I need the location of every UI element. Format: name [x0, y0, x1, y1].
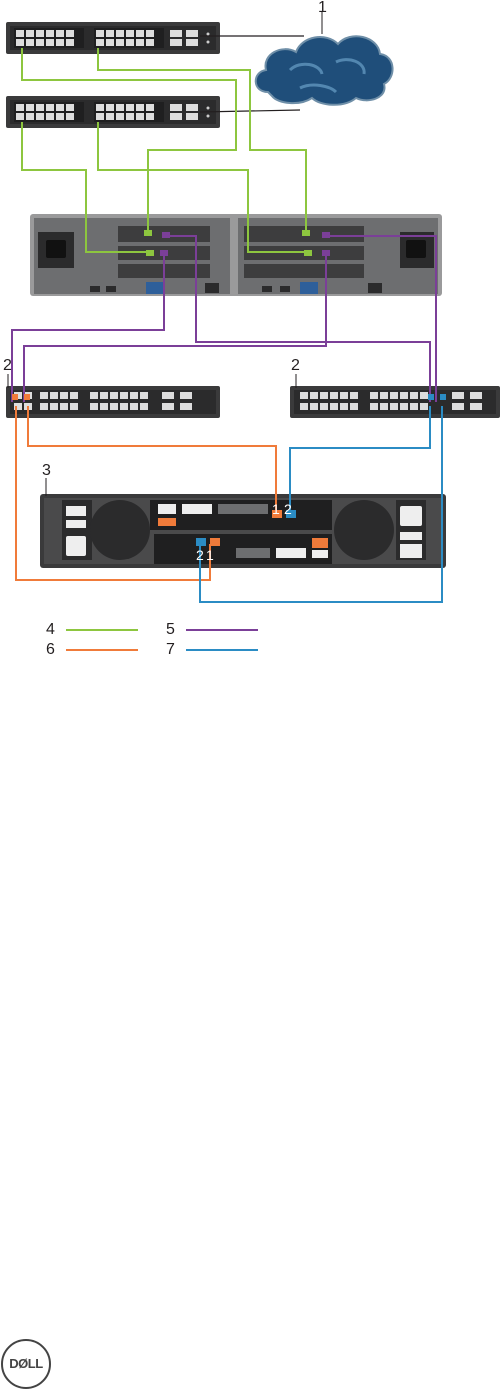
callout-1: 1: [318, 0, 327, 16]
top-switch-1: [6, 22, 220, 54]
storage-enclosure: [40, 494, 446, 568]
legend-6-line: [66, 649, 138, 651]
controller-2-port-2-label: 2: [196, 547, 204, 563]
legend-5-line: [186, 629, 258, 631]
network-cabling-diagram: [0, 0, 504, 700]
controller-1-port-2-label: 2: [284, 501, 292, 517]
legend-4-line: [66, 629, 138, 631]
callout-2-right: 2: [291, 358, 300, 374]
legend-4-number: 4: [46, 622, 55, 638]
legend-7-line: [186, 649, 258, 651]
callout-3: 3: [42, 463, 51, 479]
legend-7-number: 7: [166, 642, 175, 658]
management-switch-right: [290, 386, 500, 418]
callout-2-left: 2: [3, 358, 12, 374]
management-switch-left: [6, 386, 220, 418]
controller-1-port-1-label: 1: [272, 501, 280, 517]
dell-logo-text: DØLL: [0, 1356, 52, 1371]
network-cloud-icon: [256, 36, 393, 105]
appliance-chassis: [30, 214, 442, 296]
legend-6-number: 6: [46, 642, 55, 658]
legend-5-number: 5: [166, 622, 175, 638]
controller-2-port-1-label: 1: [206, 547, 214, 563]
top-switch-2: [6, 96, 220, 128]
